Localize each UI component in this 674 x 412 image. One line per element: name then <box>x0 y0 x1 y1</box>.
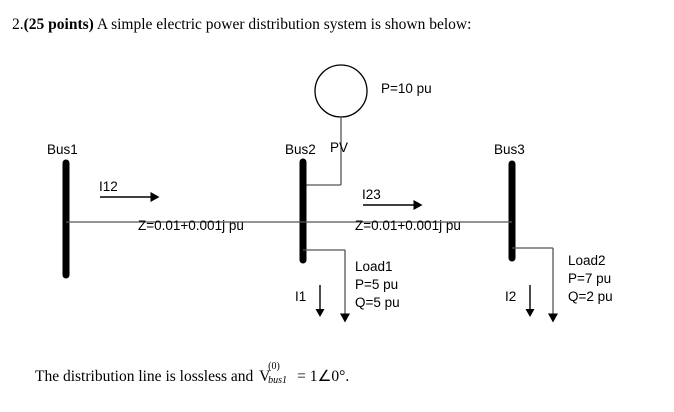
load2-reactive-power: Q=2 pu <box>568 289 613 305</box>
bus-label-bus3: Bus3 <box>494 142 525 157</box>
voltage-base-symbol: V <box>259 368 271 385</box>
question-text: A simple electric power distribution sys… <box>96 16 472 33</box>
load2-annotation: Load2 P=7 pu Q=2 pu <box>568 252 613 307</box>
voltage-equation: = 1∠0°. <box>297 368 350 385</box>
current-label-i12: I12 <box>99 179 118 194</box>
voltage-subscript: bus1 <box>268 375 288 386</box>
load2-active-power: P=7 pu <box>568 271 612 287</box>
pv-power-label: P=10 pu <box>381 81 432 96</box>
load2-name: Load2 <box>568 253 606 268</box>
impedance-label-line-1-2: Z=0.01+0.001j pu <box>138 218 244 233</box>
load1-name: Load1 <box>355 259 393 274</box>
diagram-canvas <box>62 64 558 323</box>
load1-annotation: Load1 P=5 pu Q=5 pu <box>355 258 400 313</box>
voltage-variable: Vbus1(0)bus1 <box>259 361 289 386</box>
pv-source-label: PV <box>330 140 349 155</box>
bus-label-bus1: Bus1 <box>47 142 78 157</box>
power-system-diagram: PV <box>0 55 674 355</box>
question-number: 2. <box>12 16 24 33</box>
current-label-i2: I2 <box>505 289 517 304</box>
question-points: (25 points) <box>23 16 94 33</box>
closing-statement: The distribution line is lossless and Vb… <box>35 361 350 386</box>
bus-label-bus2: Bus2 <box>285 142 316 157</box>
load1-reactive-power: Q=5 pu <box>355 295 400 311</box>
impedance-label-line-2-3: Z=0.01+0.001j pu <box>355 218 461 233</box>
pv-source-circle <box>314 64 368 118</box>
question-line: 2.(25 points) A simple electric power di… <box>12 16 471 34</box>
load1-active-power: P=5 pu <box>355 277 399 293</box>
current-label-i1: I1 <box>295 289 307 304</box>
current-label-i23: I23 <box>362 187 381 202</box>
voltage-superscript: (0) <box>268 361 280 372</box>
closing-prefix: The distribution line is lossless and <box>35 368 254 385</box>
